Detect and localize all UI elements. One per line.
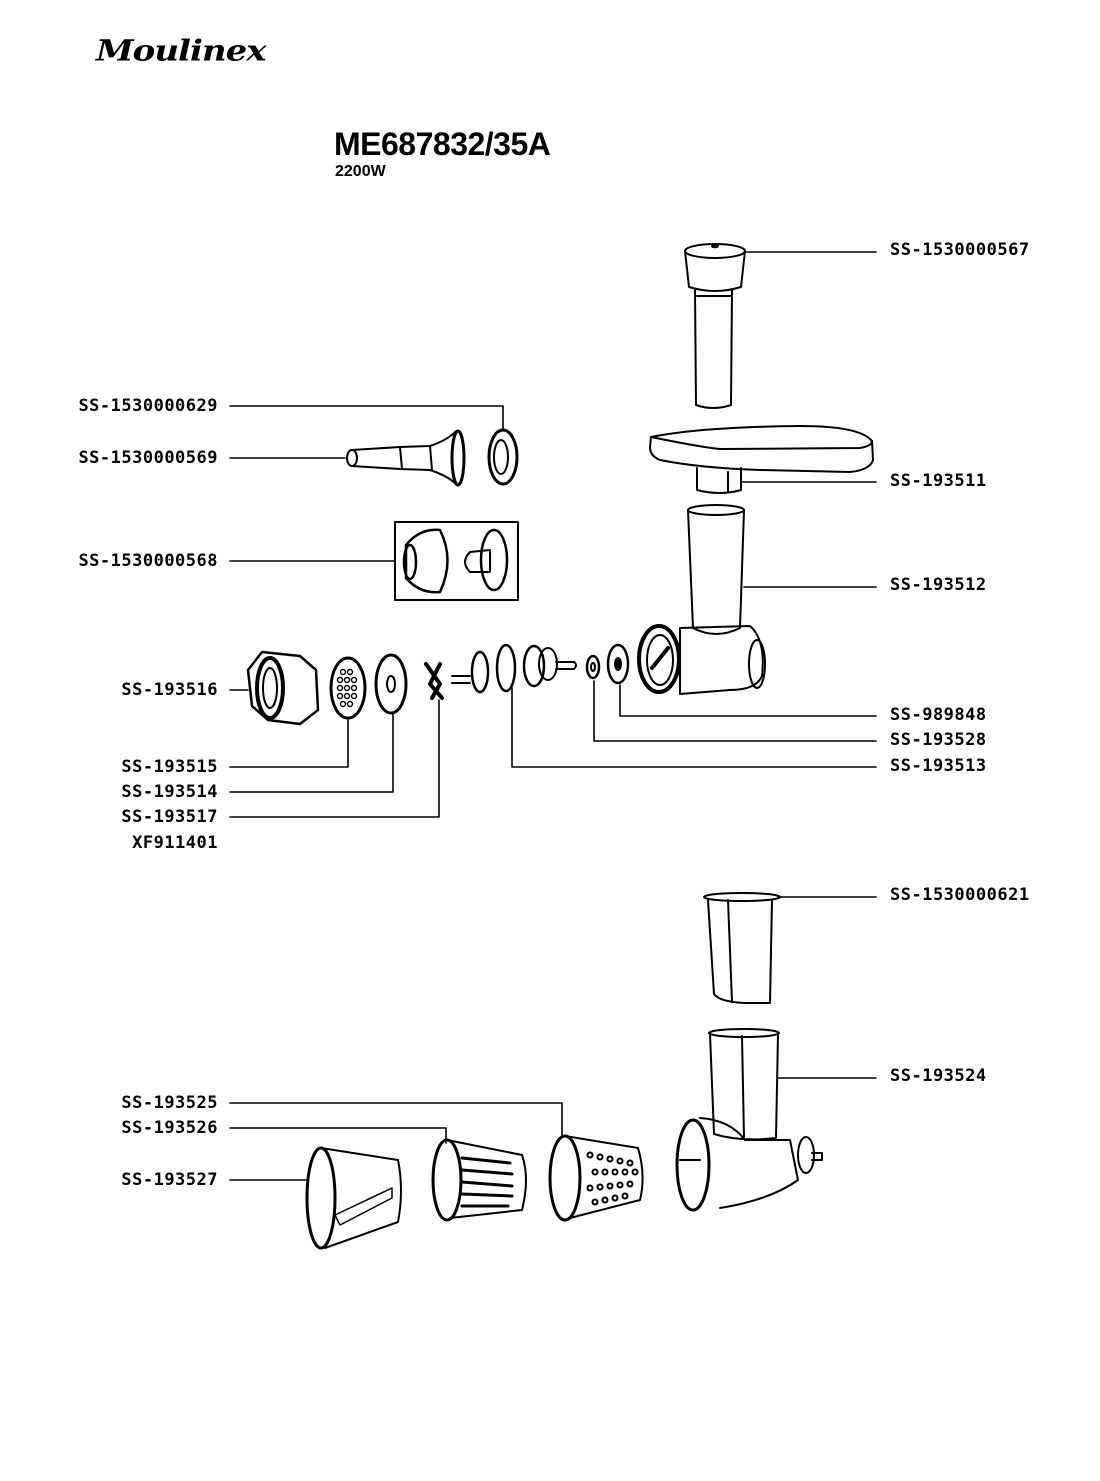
leader-ss-193517 — [229, 699, 440, 818]
leader-ss-193528 — [593, 680, 877, 742]
leader-ss-193526 — [229, 1127, 447, 1144]
slicing-cone-part — [305, 1146, 402, 1250]
model-number: ME687832/35A — [334, 126, 551, 162]
ring-part — [487, 428, 519, 486]
auger-part — [451, 643, 577, 694]
fine-plate-part — [329, 656, 367, 720]
part-label-ss-1530000629[interactable]: SS-1530000629 — [78, 396, 218, 416]
part-label-ss-193527[interactable]: SS-193527 — [121, 1170, 218, 1190]
part-label-ss-1530000621[interactable]: SS-1530000621 — [890, 885, 1030, 905]
power-rating: 2200W — [335, 163, 386, 180]
tray-part — [649, 425, 874, 494]
part-label-ss-193525[interactable]: SS-193525 — [121, 1093, 218, 1113]
part-label-ss-193512[interactable]: SS-193512 — [890, 575, 987, 595]
brand-logo: Moulinex — [96, 34, 266, 68]
leader-ss-193515 — [229, 719, 349, 768]
part-label-ss-193526[interactable]: SS-193526 — [121, 1118, 218, 1138]
part-label-xf911401[interactable]: XF911401 — [132, 833, 218, 853]
leader-ss-193514 — [229, 712, 394, 793]
part-label-ss-193528[interactable]: SS-193528 — [890, 730, 987, 750]
leader-ss-1530000629 — [229, 405, 504, 431]
grating-cone-part — [548, 1134, 644, 1222]
part-label-ss-989848[interactable]: SS-989848 — [890, 705, 987, 725]
coarse-plate-part — [374, 653, 408, 715]
part-label-ss-193514[interactable]: SS-193514 — [121, 782, 218, 802]
part-label-ss-193517[interactable]: SS-193517 — [121, 807, 218, 827]
part-label-ss-193513[interactable]: SS-193513 — [890, 756, 987, 776]
washer-large-part — [606, 643, 630, 685]
leader-lines — [229, 251, 877, 1181]
slicer-pusher-part — [703, 892, 781, 1004]
grinder-body-part — [637, 504, 766, 695]
pusher-part — [684, 243, 746, 409]
leader-ss-989848 — [619, 684, 877, 717]
slicer-body-part — [675, 1028, 823, 1212]
leader-ss-193513 — [511, 687, 877, 768]
locking-nut-part — [246, 650, 320, 726]
part-label-ss-1530000568[interactable]: SS-1530000568 — [78, 551, 218, 571]
part-label-ss-1530000567[interactable]: SS-1530000567 — [890, 240, 1030, 260]
part-label-ss-1530000569[interactable]: SS-1530000569 — [78, 448, 218, 468]
knife-part — [424, 662, 444, 700]
leader-ss-193525 — [229, 1102, 563, 1138]
kebbe-attachment-box — [394, 521, 519, 601]
washer-small-part — [585, 654, 601, 680]
part-label-ss-193511[interactable]: SS-193511 — [890, 471, 987, 491]
part-label-ss-193515[interactable]: SS-193515 — [121, 757, 218, 777]
part-label-ss-193516[interactable]: SS-193516 — [121, 680, 218, 700]
shredding-cone-part — [431, 1138, 527, 1222]
sausage-funnel-part — [346, 429, 466, 487]
part-label-ss-193524[interactable]: SS-193524 — [890, 1066, 987, 1086]
